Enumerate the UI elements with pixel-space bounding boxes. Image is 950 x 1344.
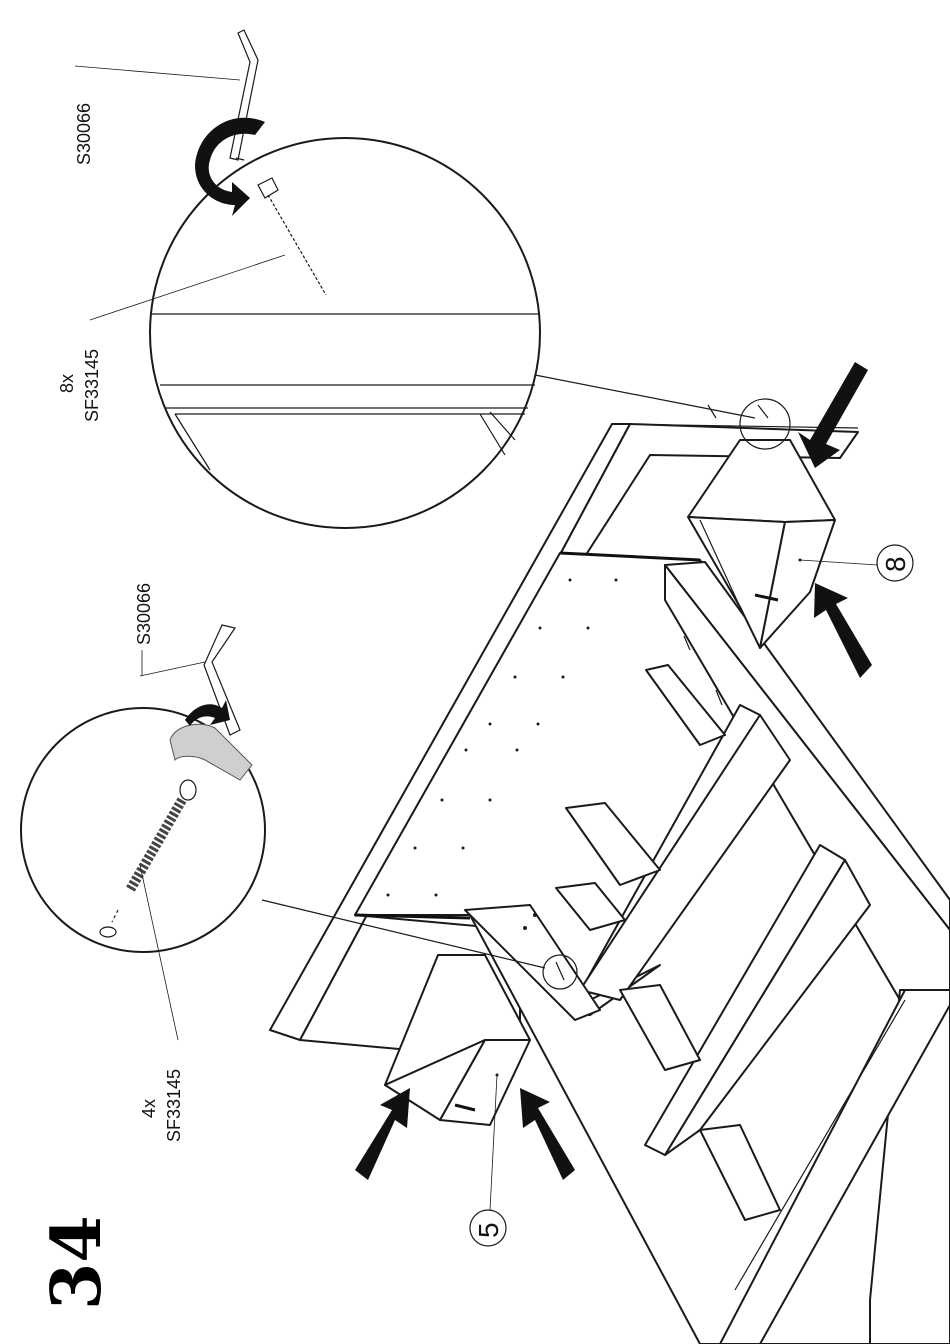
label-tool-top: S30066 bbox=[74, 103, 94, 165]
label-tool-left: S30066 bbox=[134, 583, 154, 645]
callout-part-5-label: 5 bbox=[473, 1222, 504, 1238]
arrow-push-box5-right bbox=[520, 1088, 575, 1180]
bed-frame bbox=[270, 424, 950, 1344]
label-screw-left-code: SF33145 bbox=[164, 1069, 184, 1142]
label-screw-top-code: SF33145 bbox=[82, 349, 102, 422]
arrow-push-box5-left bbox=[355, 1088, 410, 1180]
label-screw-top-qty: 8x bbox=[57, 374, 77, 393]
rotate-arrow-left-icon bbox=[185, 700, 230, 726]
hex-key-s30066-top-icon bbox=[230, 30, 258, 160]
label-screw-left-qty: 4x bbox=[139, 1099, 159, 1118]
step-number: 34 bbox=[37, 1215, 117, 1310]
callout-part-8-label: 8 bbox=[880, 556, 911, 572]
arrow-push-box8-bottom bbox=[814, 583, 872, 678]
arrow-push-box8-top bbox=[798, 362, 868, 468]
